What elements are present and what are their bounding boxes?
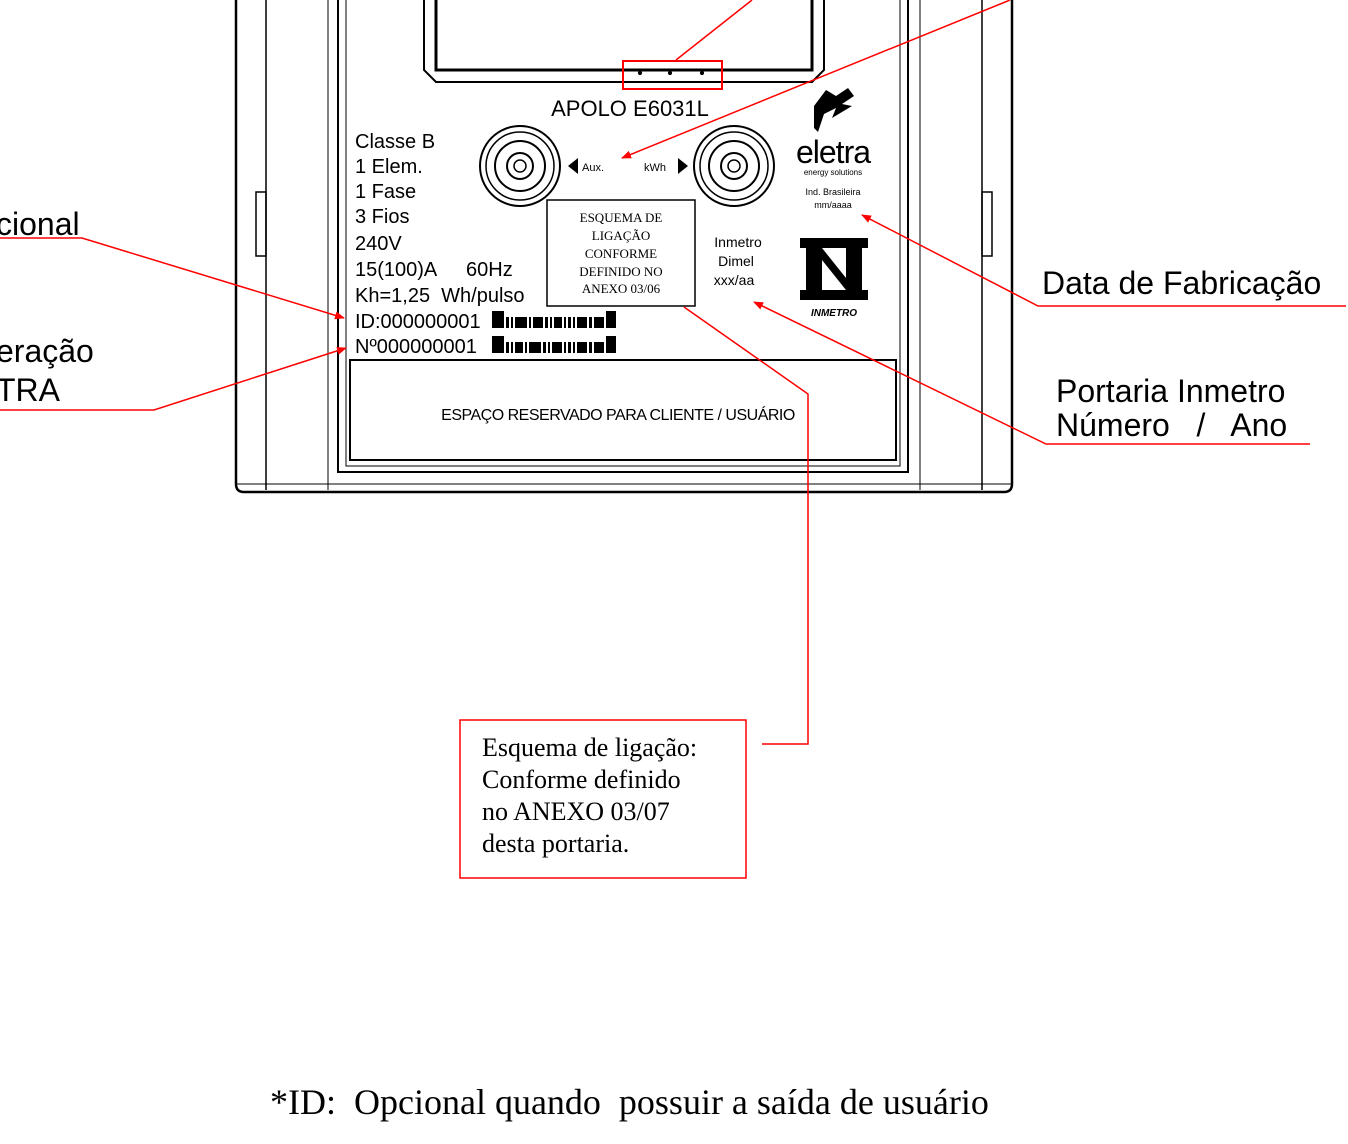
kwh-port-icon bbox=[693, 125, 775, 207]
reserved-area-label: ESPAÇO RESERVADO PARA CLIENTE / USUÁRIO bbox=[441, 405, 795, 424]
kwh-label: kWh bbox=[644, 162, 666, 174]
scheme-box-text: ESQUEMA DE LIGAÇÃO CONFORME DEFINIDO NO … bbox=[579, 210, 662, 296]
inmetro-logo-icon: INMETRO bbox=[800, 238, 868, 319]
led-highlight bbox=[622, 60, 723, 90]
note-box bbox=[459, 719, 747, 879]
number-line: Nº000000001 bbox=[355, 336, 477, 358]
inmetro-line: Dimel bbox=[718, 253, 754, 269]
scheme-line: DEFINIDO NO bbox=[579, 264, 662, 279]
note-line: desta portaria. bbox=[482, 829, 629, 858]
brand-date: mm/aaaa bbox=[814, 200, 852, 210]
barcode-number bbox=[492, 336, 616, 353]
brand-sub: energy solutions bbox=[804, 168, 862, 177]
note-line: Esquema de ligação: bbox=[482, 733, 697, 762]
callout-right-top: Data de Fabricação bbox=[1042, 265, 1321, 301]
scheme-line: ANEXO 03/06 bbox=[582, 281, 661, 296]
kwh-arrow-icon bbox=[678, 158, 688, 174]
inmetro-logo-text: INMETRO bbox=[811, 308, 857, 319]
meter-model: APOLO E6031L bbox=[551, 96, 709, 121]
id-line: ID:000000001 bbox=[355, 311, 481, 333]
scheme-line: CONFORME bbox=[585, 246, 657, 261]
spec-list: Classe B 1 Elem. 1 Fase 3 Fios 240V 15(1… bbox=[355, 131, 525, 358]
callout-right-bottom-2: Número / Ano bbox=[1056, 407, 1287, 443]
scheme-line: ESQUEMA DE bbox=[580, 210, 663, 225]
scheme-box bbox=[546, 199, 696, 307]
note-box-text: Esquema de ligação: Conforme definido no… bbox=[482, 733, 697, 858]
aux-label: Aux. bbox=[582, 162, 604, 174]
spec-line: 1 Elem. bbox=[355, 156, 423, 178]
callout-left-bottom-1: eração bbox=[0, 333, 94, 369]
aux-port-icon bbox=[479, 125, 561, 207]
eletra-logo-icon: eletra energy solutions Ind. Brasileira … bbox=[796, 88, 872, 210]
current-rating: 15(100)A bbox=[355, 259, 438, 281]
scheme-line: LIGAÇÃO bbox=[592, 228, 651, 243]
kh-constant: Kh=1,25 Wh/pulso bbox=[355, 285, 525, 307]
brand-origin: Ind. Brasileira bbox=[805, 187, 860, 197]
callout-lines bbox=[0, 0, 1346, 745]
spec-line: 1 Fase bbox=[355, 181, 416, 203]
inmetro-line: xxx/aa bbox=[714, 272, 755, 288]
frequency: 60Hz bbox=[466, 259, 513, 281]
aux-arrow-icon bbox=[568, 158, 578, 174]
callout-left-bottom-2: TRA bbox=[0, 372, 61, 408]
brand-name: eletra bbox=[796, 134, 871, 170]
reserved-area bbox=[349, 359, 897, 461]
note-line: Conforme definido bbox=[482, 765, 681, 794]
spec-line: Classe B bbox=[355, 131, 435, 153]
inmetro-block: Inmetro Dimel xxx/aa bbox=[714, 234, 762, 288]
footnote: *ID: Opcional quando possuir a saída de … bbox=[270, 1082, 989, 1122]
callout-right-bottom-1: Portaria Inmetro bbox=[1056, 373, 1285, 409]
barcode-id bbox=[492, 311, 616, 328]
inmetro-line: Inmetro bbox=[714, 234, 762, 250]
spec-line: 240V bbox=[355, 233, 402, 255]
callout-left-top: cional bbox=[0, 206, 80, 242]
spec-line: 3 Fios bbox=[355, 206, 409, 228]
note-line: no ANEXO 03/07 bbox=[482, 797, 670, 826]
